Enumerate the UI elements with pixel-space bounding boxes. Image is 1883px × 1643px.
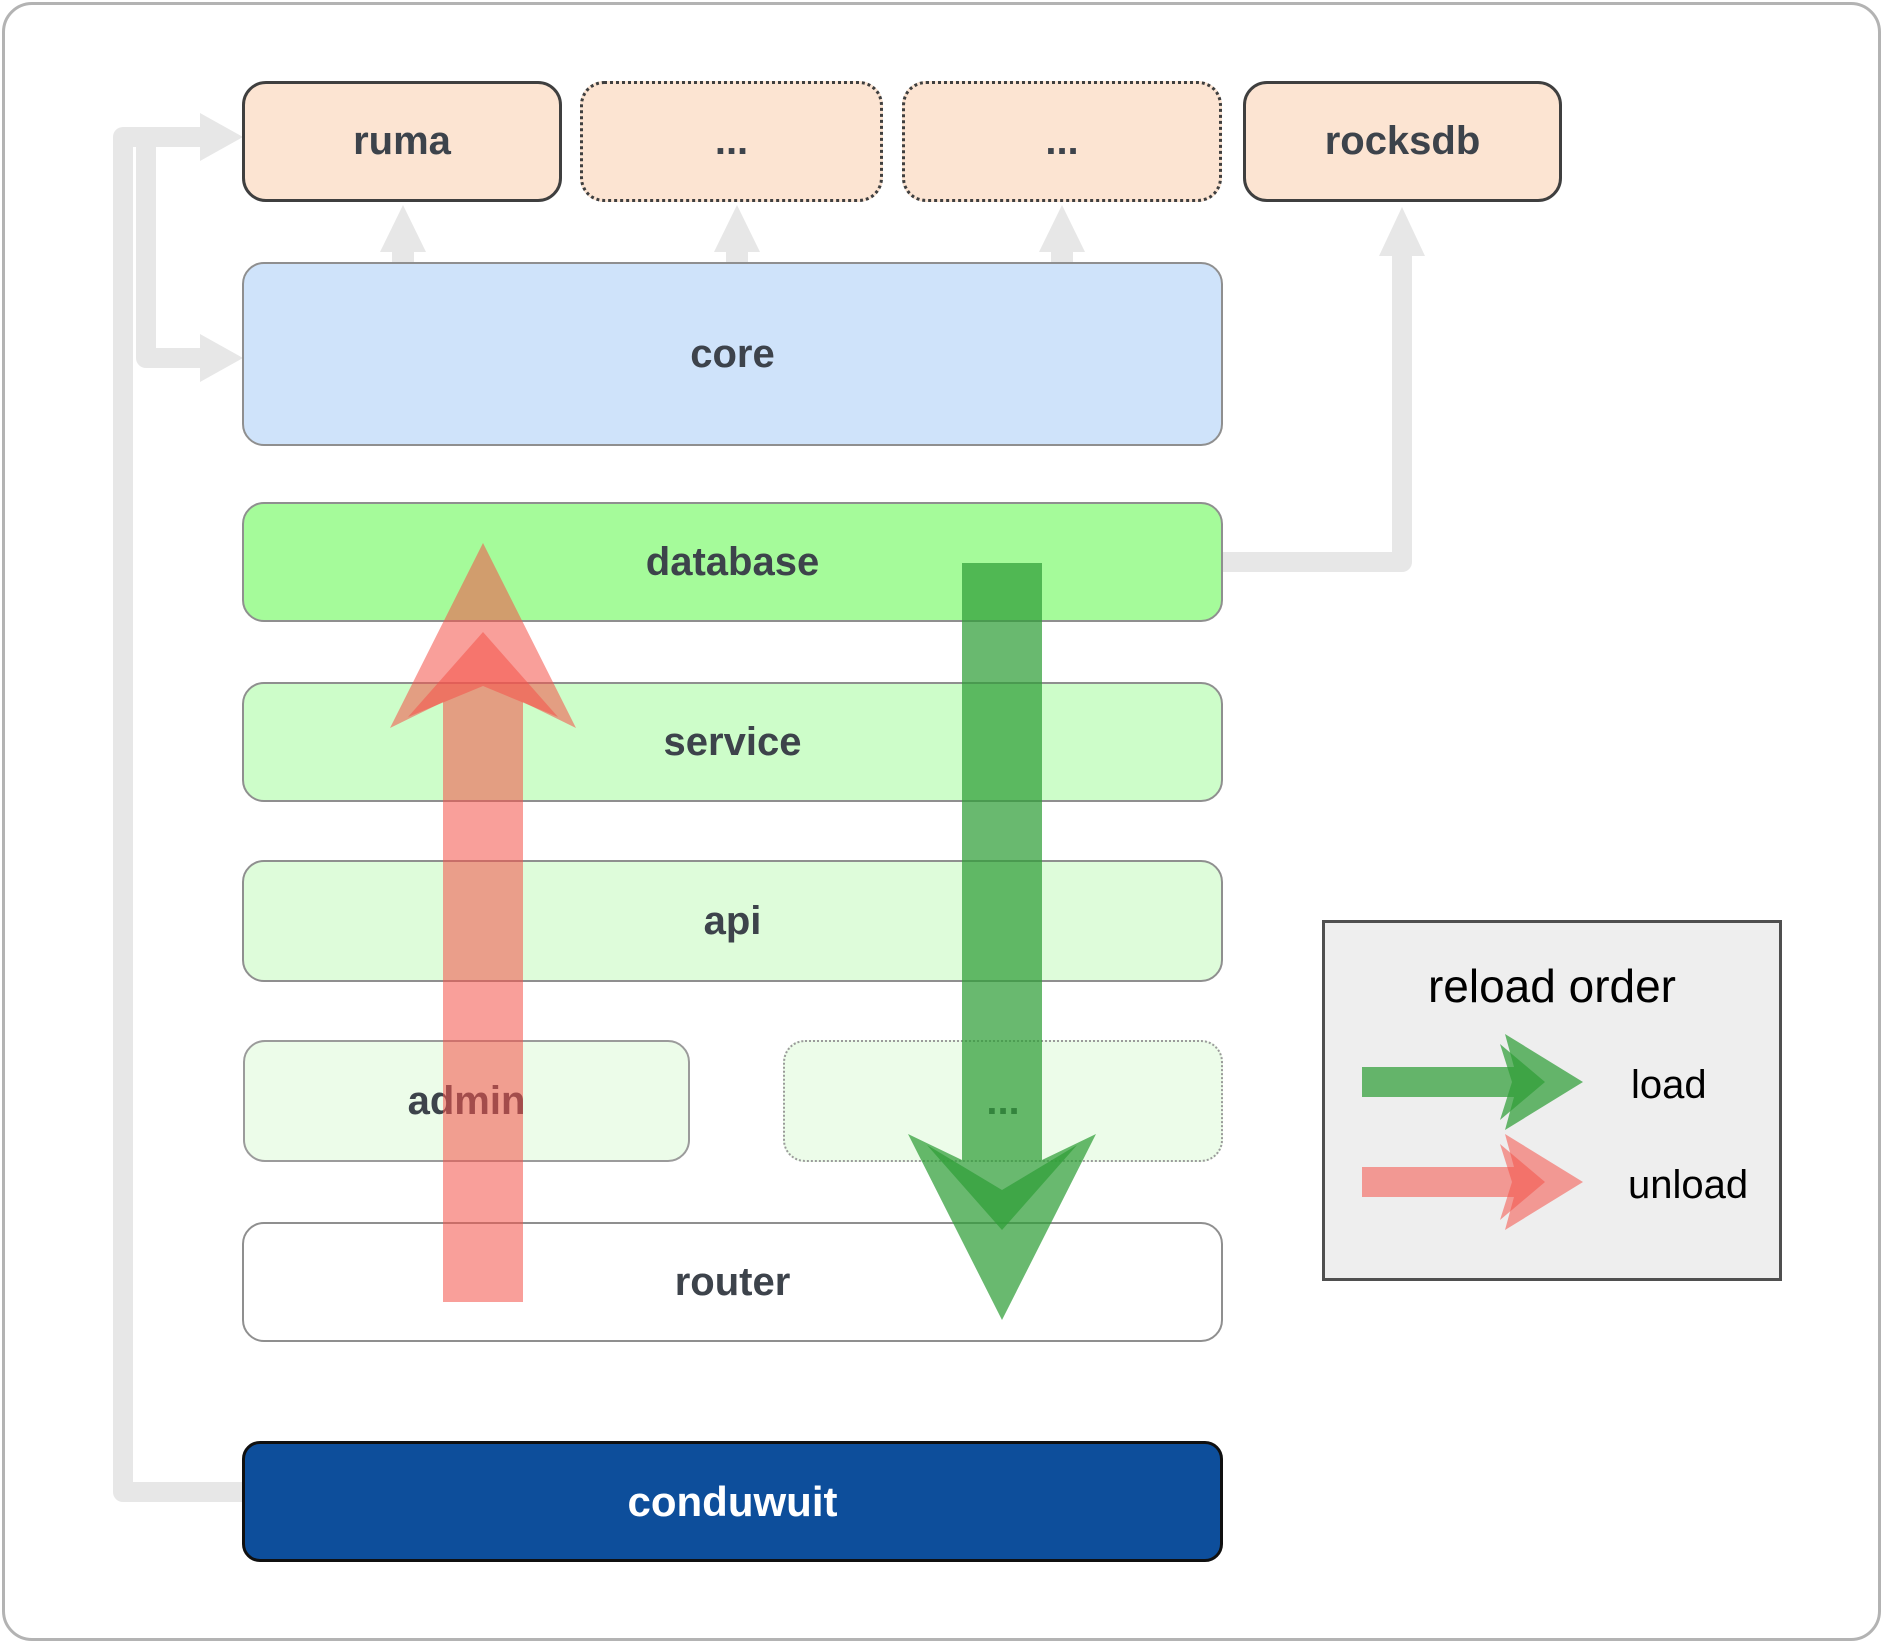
node-ext-top-2-label: ...	[1045, 119, 1079, 163]
legend-title: reload order	[1427, 960, 1677, 1012]
node-service: service	[242, 682, 1223, 802]
node-ruma-label: ruma	[353, 119, 451, 163]
legend: reload order load unload	[1322, 920, 1782, 1281]
node-rocksdb-label: rocksdb	[1324, 119, 1481, 163]
node-ext-admin: ...	[783, 1040, 1223, 1162]
node-ruma: ruma	[242, 81, 562, 202]
node-database: database	[242, 502, 1223, 622]
node-rocksdb: rocksdb	[1243, 81, 1562, 202]
node-api-label: api	[703, 898, 762, 943]
node-api: api	[242, 860, 1223, 982]
node-router-label: router	[674, 1259, 791, 1304]
node-core: core	[242, 262, 1223, 446]
node-conduwuit-label: conduwuit	[627, 1477, 838, 1525]
node-router: router	[242, 1222, 1223, 1342]
legend-load-label: load	[1631, 1063, 1707, 1107]
node-service-label: service	[663, 719, 802, 764]
node-ext-admin-label: ...	[986, 1078, 1020, 1123]
node-core-label: core	[690, 331, 775, 376]
node-ext-top-1: ...	[580, 81, 883, 202]
node-conduwuit: conduwuit	[242, 1441, 1223, 1562]
node-ext-top-1-label: ...	[714, 119, 749, 163]
node-database-label: database	[645, 539, 820, 584]
node-ext-top-2: ...	[902, 81, 1222, 202]
node-admin-label: admin	[407, 1078, 526, 1123]
node-admin: admin	[243, 1040, 690, 1162]
legend-unload-label: unload	[1628, 1163, 1749, 1207]
